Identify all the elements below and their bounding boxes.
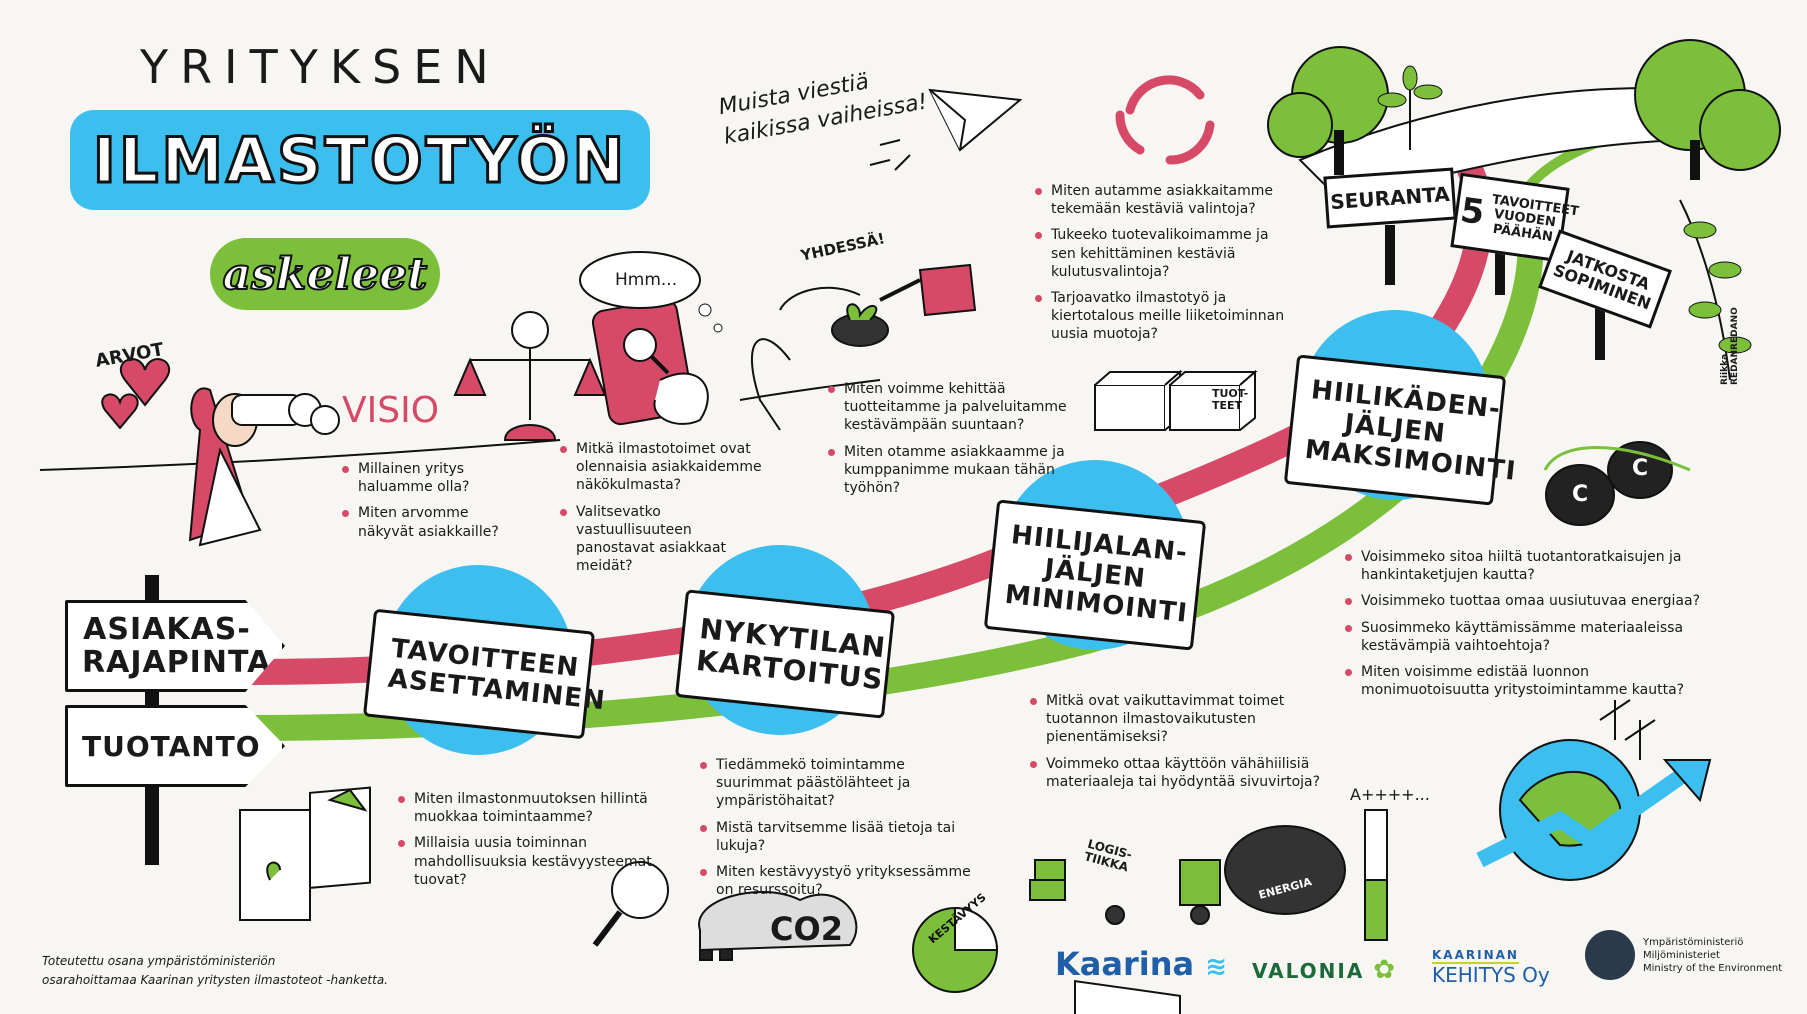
wave-icon: ≋ xyxy=(1205,952,1228,982)
biodiversity-globe-arrow-icon xyxy=(1476,699,1712,881)
sprout-left xyxy=(1377,65,1443,150)
step-title-handprint: HIILIKÄDEN-JÄLJEN MAKSIMOINTI xyxy=(1303,375,1518,487)
paper-plane-icon xyxy=(869,88,1023,171)
title-sub: askeleet xyxy=(210,238,440,310)
footer-line-2: osarahoittamaa Kaarinan yritysten ilmast… xyxy=(42,973,388,988)
magnifier-factory-icon xyxy=(592,861,858,961)
logistics-truck-icon xyxy=(1029,859,1221,1014)
question: Miten autamme asiakkaitamme tekemään kes… xyxy=(1035,182,1290,218)
logo-kehitys-bottom: KEHITYS Oy xyxy=(1432,963,1550,988)
sign-pole-monitoring xyxy=(1385,225,1395,285)
energy-fossil-icon xyxy=(1224,825,1346,915)
label-grade: A++++... xyxy=(1350,785,1430,804)
banner-mapping: NYKYTILAN KARTOITUS xyxy=(674,589,896,719)
footer-line-1: Toteutettu osana ympäristöministeriön xyxy=(42,954,276,968)
questions-footprint: Mitkä ovat vaikuttavimmat toimet tuotann… xyxy=(1030,692,1330,799)
sign-production: TUOTANTO xyxy=(65,705,285,787)
logo-kaarina: Kaarina ≋ xyxy=(1055,945,1227,983)
question: Mitkä ilmastotoimet ovat olennaisia asia… xyxy=(560,440,770,495)
sign-pole-goals xyxy=(1495,250,1505,295)
sign-customer-interface-text: ASIAKAS-RAJAPINTA xyxy=(82,612,272,680)
ministry-sv: Miljöministeriet xyxy=(1643,949,1720,961)
watering-can-icon xyxy=(751,263,977,431)
question: Miten arvomme näkyvät asiakkaille? xyxy=(342,504,512,540)
ministry-fi: Ympäristöministeriö xyxy=(1643,936,1744,948)
recycle-icon xyxy=(1115,75,1215,165)
sign-goals-text: TAVOITTEET VUODEN PÄÄHÄN xyxy=(1491,192,1580,245)
question: Miten voimme kehittää tuotteitamme ja pa… xyxy=(828,380,1073,435)
question: Valitsevatko vastuullisuuteen panostavat… xyxy=(560,503,770,576)
question: Voimmeko ottaa käyttöön vähähiilisiä mat… xyxy=(1030,755,1330,791)
thought-bubble xyxy=(579,251,723,333)
question: Voisimmeko tuottaa omaa uusiutuvaa energ… xyxy=(1345,592,1705,610)
label-vision: VISIO xyxy=(342,390,440,431)
question: Miten otamme asiakkaamme ja kumppanimme … xyxy=(828,443,1073,498)
question: Tarjoavatko ilmastotyö ja kiertotalous m… xyxy=(1035,289,1290,344)
questions-together: Miten voimme kehittää tuotteitamme ja pa… xyxy=(828,380,1073,505)
logo-kaarina-text: Kaarina xyxy=(1055,945,1195,983)
label-carbon-2: C xyxy=(1632,456,1649,481)
question: Mitkä ovat vaikuttavimmat toimet tuotann… xyxy=(1030,692,1330,747)
question: Tiedämmekö toimintamme suurimmat päästöl… xyxy=(700,756,980,811)
sign-production-text: TUOTANTO xyxy=(82,729,261,763)
circular-door-icon xyxy=(239,786,371,921)
phone-search-icon xyxy=(591,298,709,426)
logo-valonia-text: VALONIA xyxy=(1252,959,1365,983)
ministry-en: Ministry of the Environment xyxy=(1643,962,1783,974)
question: Miten kestävyystyö yrityksessämme on res… xyxy=(700,863,980,899)
question: Miten ilmastonmuutoksen hillintä muokkaa… xyxy=(398,790,668,826)
leaf-icon: ✿ xyxy=(1373,955,1398,985)
sign-monitoring: SEURANTA xyxy=(1323,167,1457,229)
question: Tukeeko tuotevalikoimamme ja sen kehittä… xyxy=(1035,226,1290,281)
question: Suosimmeko käyttämissämme materiaaleissa… xyxy=(1345,619,1705,655)
banner-goal-setting: TAVOITTEEN ASETTAMINEN xyxy=(362,608,608,740)
title-top: YRITYKSEN xyxy=(140,40,501,94)
questions-choices: Miten autamme asiakkaitamme tekemään kes… xyxy=(1035,182,1290,352)
sign-goals-number: 5 xyxy=(1457,190,1487,233)
artist-signature: Riikka REDANREDANO xyxy=(1720,307,1740,385)
footer-credit: Toteutettu osana ympäristöministeriön os… xyxy=(42,952,388,990)
step-title-footprint: HIILIJALAN-JÄLJEN MINIMOINTI xyxy=(1003,520,1190,629)
person-binoculars-icon xyxy=(188,387,340,547)
banner-footprint: HIILIJALAN-JÄLJEN MINIMOINTI xyxy=(983,499,1207,651)
energy-grade-meter-icon xyxy=(1364,809,1388,941)
questions-vision: Millainen yritys haluamme olla? Miten ar… xyxy=(342,460,512,549)
step-title-goal-setting: TAVOITTEEN ASETTAMINEN xyxy=(386,633,608,717)
ministry-names: Ympäristöministeriö Miljöministeriet Min… xyxy=(1643,936,1782,975)
questions-customer: Mitkä ilmastotoimet ovat olennaisia asia… xyxy=(560,440,770,583)
step-title-mapping: NYKYTILAN KARTOITUS xyxy=(694,611,888,697)
horizon-line xyxy=(39,439,561,471)
title-main: ILMASTOTYÖN xyxy=(70,110,650,210)
hearts-icon xyxy=(101,358,171,430)
questions-mapping: Tiedämmekö toimintamme suurimmat päästöl… xyxy=(700,756,980,907)
carbon-stones-icon xyxy=(1543,441,1691,526)
questions-goal-setting: Miten ilmastonmuutoksen hillintä muokkaa… xyxy=(398,790,668,897)
question: Voisimmeko sitoa hiiltä tuotantoratkaisu… xyxy=(1345,548,1705,584)
question: Miten voisimme edistää luonnon monimuoto… xyxy=(1345,663,1705,699)
label-carbon-1: C xyxy=(1572,482,1589,507)
logo-kehitys: KAARINAN KEHITYS Oy xyxy=(1432,945,1550,986)
sign-customer-interface: ASIAKAS-RAJAPINTA xyxy=(65,600,285,692)
sprout-right xyxy=(1679,199,1752,381)
logo-ministry: Ympäristöministeriö Miljöministeriet Min… xyxy=(1585,930,1782,980)
sign-pole-agreement xyxy=(1595,300,1605,360)
question: Millaisia uusia toiminnan mahdollisuuksi… xyxy=(398,834,668,889)
question: Mistä tarvitsemme lisää tietoja tai luku… xyxy=(700,819,980,855)
banner-handprint: HIILIKÄDEN-JÄLJEN MAKSIMOINTI xyxy=(1283,354,1518,506)
sustainability-gauge-icon xyxy=(912,906,999,993)
scales-icon xyxy=(453,311,607,441)
label-products: TUOT-TEET xyxy=(1212,387,1249,413)
question: Millainen yritys haluamme olla? xyxy=(342,460,512,496)
label-co2: CO2 xyxy=(770,910,843,948)
tree-right xyxy=(1634,39,1781,180)
questions-handprint: Voisimmeko sitoa hiiltä tuotantoratkaisu… xyxy=(1345,548,1705,707)
product-boxes-icon xyxy=(1094,369,1258,431)
logo-valonia: VALONIA ✿ xyxy=(1252,955,1397,985)
lion-emblem-icon xyxy=(1585,930,1635,980)
logo-kehitys-top: KAARINAN xyxy=(1432,948,1519,965)
label-hmm: Hmm... xyxy=(615,270,678,290)
